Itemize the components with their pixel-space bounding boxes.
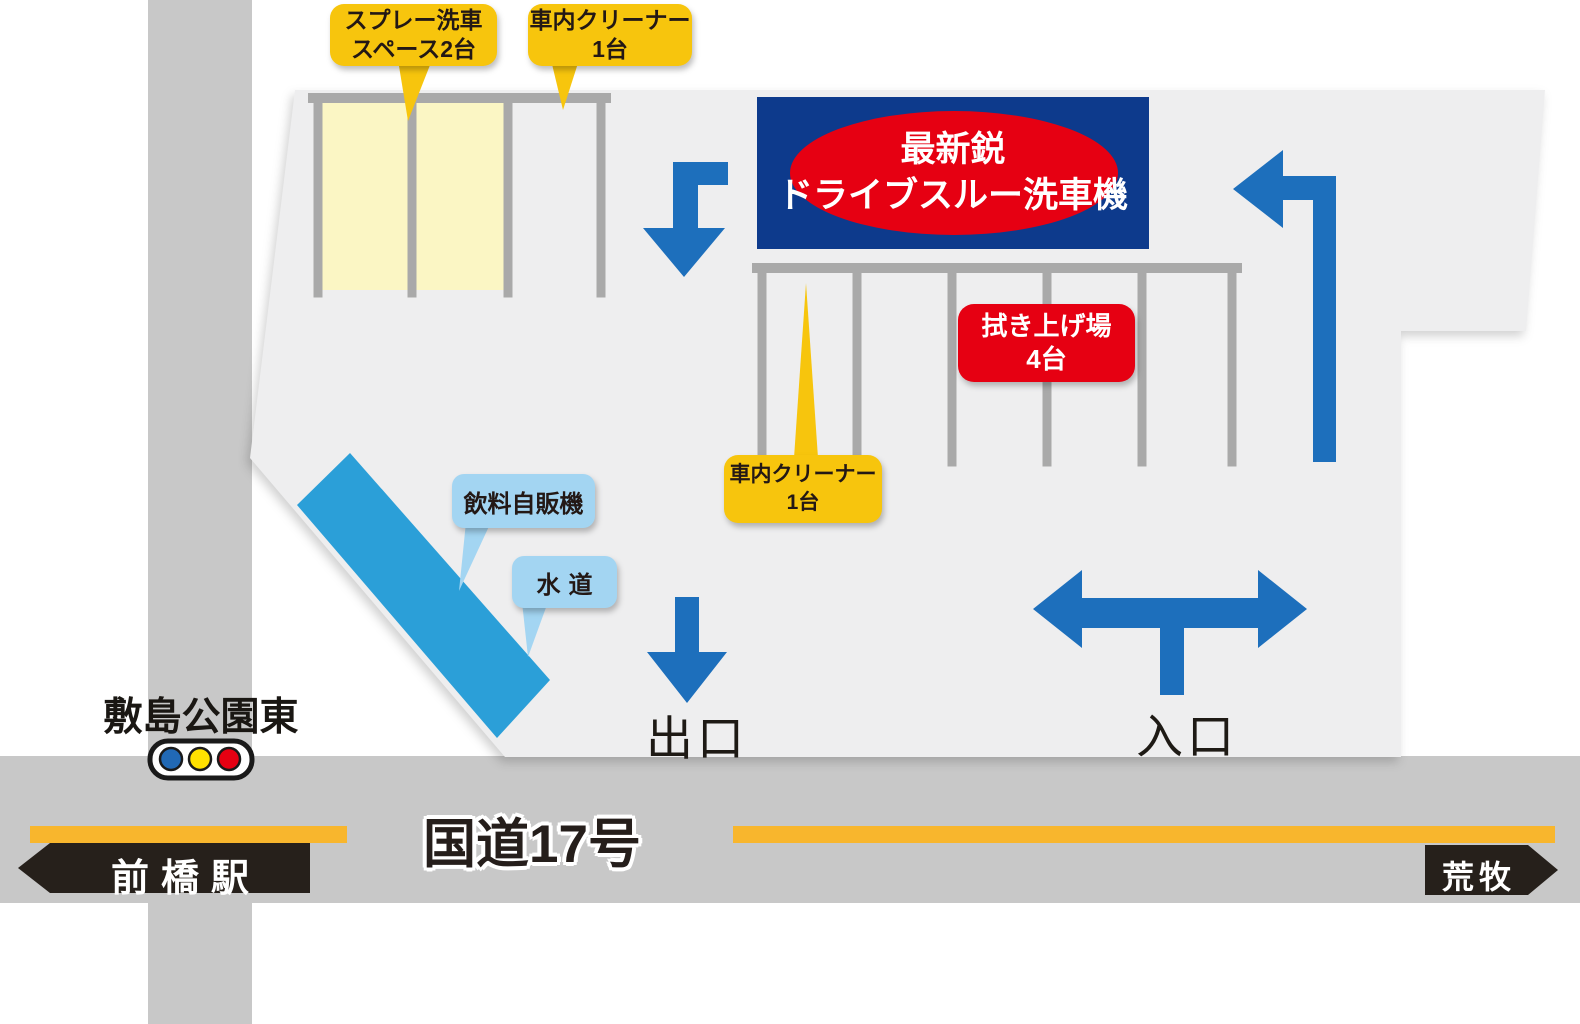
spray-wash-label-line2: スペース2台: [350, 36, 477, 62]
top-parking-lines: [308, 93, 611, 298]
east-destination-sign: [1425, 845, 1558, 895]
wash-machine-banner-ellipse: [790, 111, 1118, 235]
vending-machine-label: 飲料自販機: [452, 474, 595, 528]
east-destination-text: 荒牧: [1441, 859, 1516, 895]
banner-line1: 最新鋭: [900, 130, 1006, 169]
spray-wash-space-2: [416, 102, 504, 290]
cleaner-top-callout-tail: [551, 60, 579, 110]
flow-arrow-up-left-icon: [1233, 150, 1336, 462]
wipe-up-area-line2: 4台: [1026, 344, 1067, 374]
spray-wash-label: スプレー洗車 スペース2台: [330, 4, 497, 66]
spray-wash-callout-tail: [398, 60, 432, 121]
west-destination-sign: [18, 843, 310, 893]
interior-cleaner-mid-label: 車内クリーナー 1台: [724, 455, 882, 523]
interior-cleaner-top-line2: 1台: [592, 36, 628, 62]
wipe-up-area-label: 拭き上げ場 4台: [958, 304, 1135, 382]
wipe-up-area-line1: 拭き上げ場: [981, 311, 1112, 341]
water-tap-label: 水道: [512, 556, 617, 608]
flow-arrow-down-left-icon: [643, 162, 728, 277]
west-destination-text: 前橋駅: [110, 858, 261, 900]
banner-line2: ドライブスルー洗車機: [777, 176, 1128, 215]
water-callout-tail: [522, 602, 548, 657]
interior-cleaner-mid-line2: 1台: [786, 491, 820, 514]
entrance-arrow-icon: [1033, 570, 1307, 695]
interior-cleaner-top-line1: 車内クリーナー: [529, 7, 691, 33]
intersection-name: 敷島公園東: [103, 696, 299, 739]
vending-callout-tail: [459, 522, 491, 591]
interior-cleaner-top-label: 車内クリーナー 1台: [528, 4, 692, 66]
exit-label: 出口: [646, 712, 748, 765]
exit-arrow-icon: [647, 597, 727, 703]
center-line-east: [733, 826, 1555, 843]
service-structure: [297, 453, 550, 738]
spray-wash-label-line1: スプレー洗車: [344, 7, 483, 33]
traffic-signal-icon: [147, 738, 255, 781]
interior-cleaner-mid-line1: 車内クリーナー: [729, 463, 877, 486]
vending-machine-text: 飲料自販機: [463, 490, 584, 518]
water-tap-text: 水道: [536, 571, 601, 599]
route-name: 国道17号: [423, 815, 641, 874]
wash-machine-banner-text: 最新鋭 ドライブスルー洗車機: [757, 97, 1149, 249]
spray-wash-space-1: [322, 102, 408, 290]
cleaner-mid-callout-tail: [794, 283, 818, 458]
center-line-west: [30, 826, 347, 843]
entrance-label: 入口: [1136, 710, 1238, 763]
